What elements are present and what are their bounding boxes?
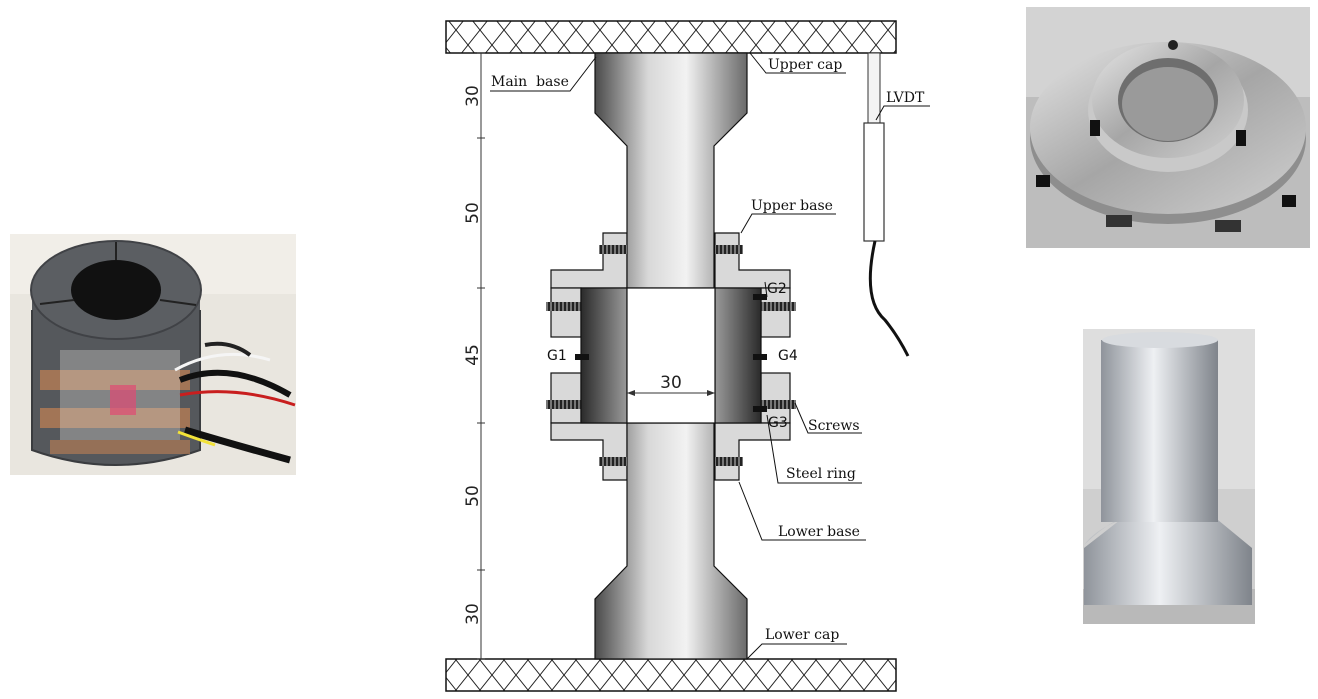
dim-lower: 50	[463, 485, 483, 507]
label-g1: G1	[547, 348, 567, 364]
lower-plate	[445, 658, 897, 692]
label-lower-base: Lower base	[778, 524, 860, 540]
label-g3: G3	[768, 415, 788, 431]
leader-lines	[490, 52, 930, 660]
label-upper-base: Upper base	[751, 198, 833, 214]
main-base-photo	[1083, 329, 1255, 624]
label-upper-cap: Upper cap	[768, 57, 842, 73]
strain-gauges	[575, 294, 767, 412]
label-lower-cap: Lower cap	[765, 627, 839, 643]
dim-width: 30	[660, 373, 682, 393]
label-lvdt: LVDT	[886, 90, 925, 106]
strain-gauged-sleeve-photo	[10, 234, 296, 475]
label-g2: G2	[767, 281, 787, 297]
horizontal-dimension	[627, 390, 715, 396]
main-base-body	[594, 52, 748, 660]
dim-bottom: 30	[463, 603, 483, 625]
dim-middle: 45	[463, 344, 483, 366]
dim-upper: 50	[463, 202, 483, 224]
label-g4: G4	[778, 348, 798, 364]
upper-plate	[445, 20, 897, 54]
label-steel-ring: Steel ring	[786, 466, 856, 482]
lvdt-sensor	[863, 52, 910, 357]
vertical-dimension	[477, 52, 485, 660]
instrumented-sleeve	[580, 287, 762, 424]
screws	[546, 245, 796, 466]
upper-base-ring-photo	[1026, 7, 1310, 248]
dim-top: 30	[463, 85, 483, 107]
label-main-base: Main base	[491, 74, 569, 90]
label-screws: Screws	[808, 418, 860, 434]
